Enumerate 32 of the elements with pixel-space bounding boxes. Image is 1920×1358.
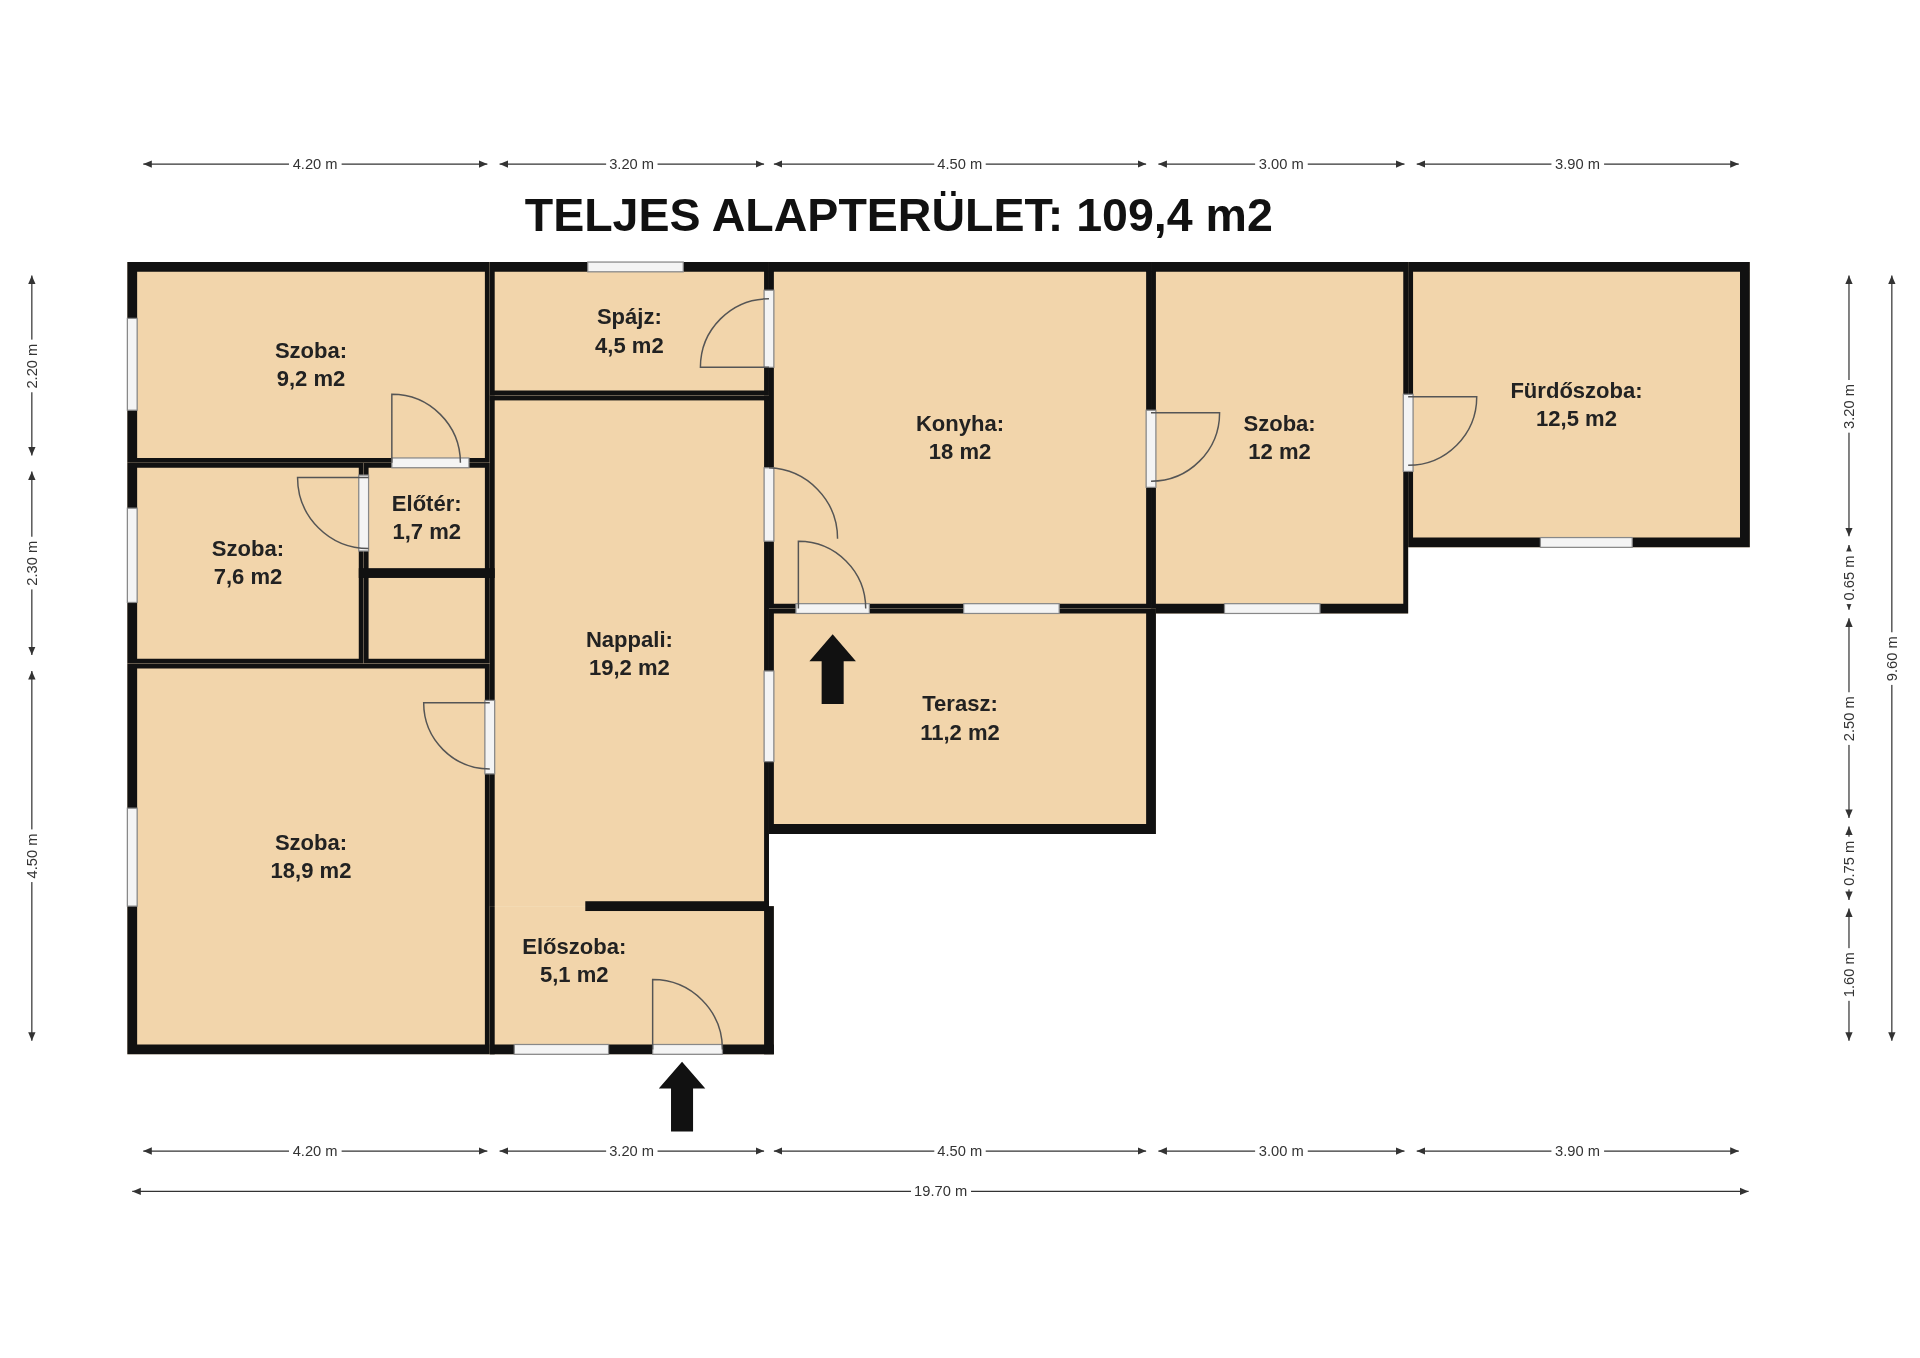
room-area: 4,5 m2 (595, 331, 664, 360)
room-area: 12 m2 (1248, 437, 1311, 466)
room-area: 18,9 m2 (270, 856, 352, 885)
room-name: Nappali: (585, 625, 673, 654)
room-name: Spájz: (596, 303, 662, 331)
room-name: Fürdőszoba: (1510, 376, 1643, 405)
room (127, 663, 490, 1055)
plan-title: TELJES ALAPTERÜLET: 109,4 m2 (523, 189, 1274, 243)
room-area: 11,2 m2 (920, 718, 1000, 747)
room (489, 262, 769, 396)
room-name: Terasz: (922, 690, 998, 719)
room (489, 906, 774, 1055)
room-name: Konyha: (915, 409, 1005, 438)
room (127, 462, 364, 664)
room-name: Szoba: (274, 336, 348, 365)
room (1151, 262, 1409, 614)
room (769, 608, 1156, 834)
room-name: Előszoba: (522, 933, 627, 961)
room-area: 18 m2 (928, 437, 992, 466)
room (363, 462, 490, 664)
room (127, 262, 490, 463)
room-name: Előtér: (391, 490, 462, 518)
room-area: 19,2 m2 (588, 653, 670, 682)
room-name: Szoba: (274, 828, 348, 857)
room-area: 9,2 m2 (276, 364, 346, 394)
room-area: 1,7 m2 (392, 517, 462, 547)
room-area: 12,5 m2 (1536, 404, 1617, 433)
room (1408, 262, 1750, 548)
room-name: Szoba: (211, 535, 285, 563)
room-name: Szoba: (1243, 409, 1316, 438)
room-area: 7,6 m2 (213, 563, 283, 592)
room-area: 5,1 m2 (539, 961, 609, 990)
